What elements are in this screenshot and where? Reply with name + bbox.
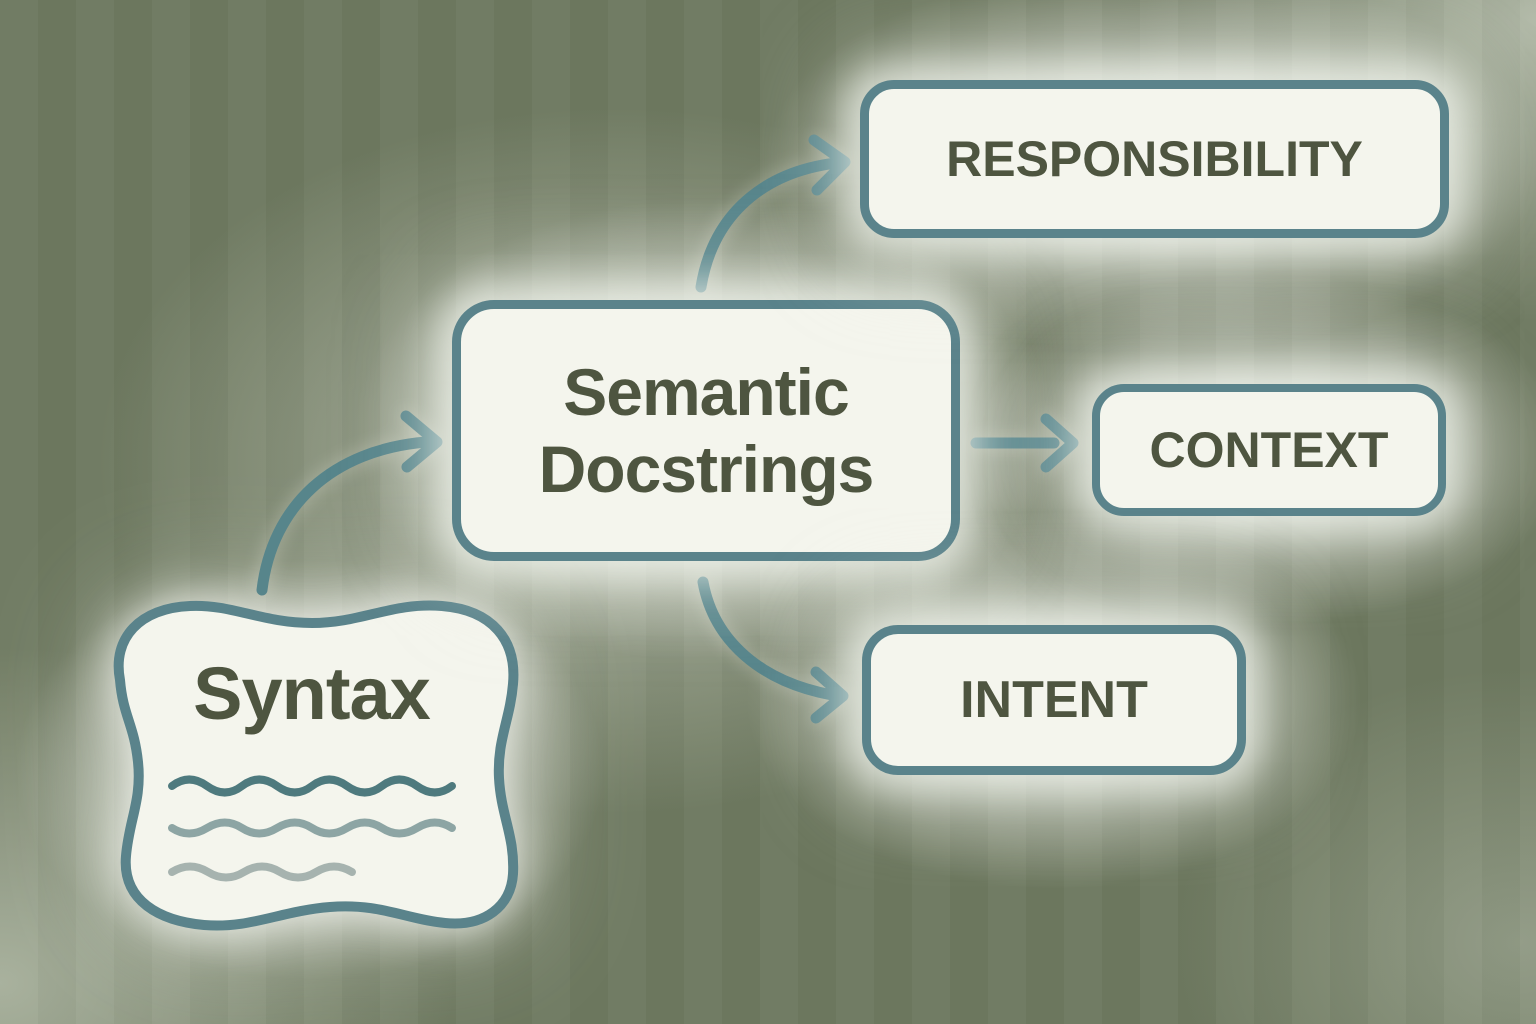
syntax-node-outline — [113, 600, 519, 931]
edge-semantic-docstrings-to-responsibility-arrow — [695, 134, 851, 293]
node-semantic-docstrings: Semantic Docstrings — [452, 300, 960, 561]
syntax-scribble-line-1 — [168, 775, 456, 797]
node-intent: INTENT — [862, 625, 1246, 775]
node-responsibility: RESPONSIBILITY — [860, 80, 1449, 238]
edges-group — [256, 134, 1079, 724]
syntax-scribble-line-2 — [168, 818, 456, 838]
edge-syntax-to-semantic-docstrings-arrow — [256, 410, 443, 596]
node-syntax-label: Syntax — [193, 651, 431, 735]
edge-semantic-docstrings-to-context-arrow — [970, 413, 1079, 473]
node-context: CONTEXT — [1092, 384, 1446, 516]
edge-semantic-docstrings-to-intent-arrow — [697, 576, 849, 724]
syntax-blob-shape — [113, 600, 519, 931]
syntax-scribble-line-3 — [168, 862, 356, 882]
